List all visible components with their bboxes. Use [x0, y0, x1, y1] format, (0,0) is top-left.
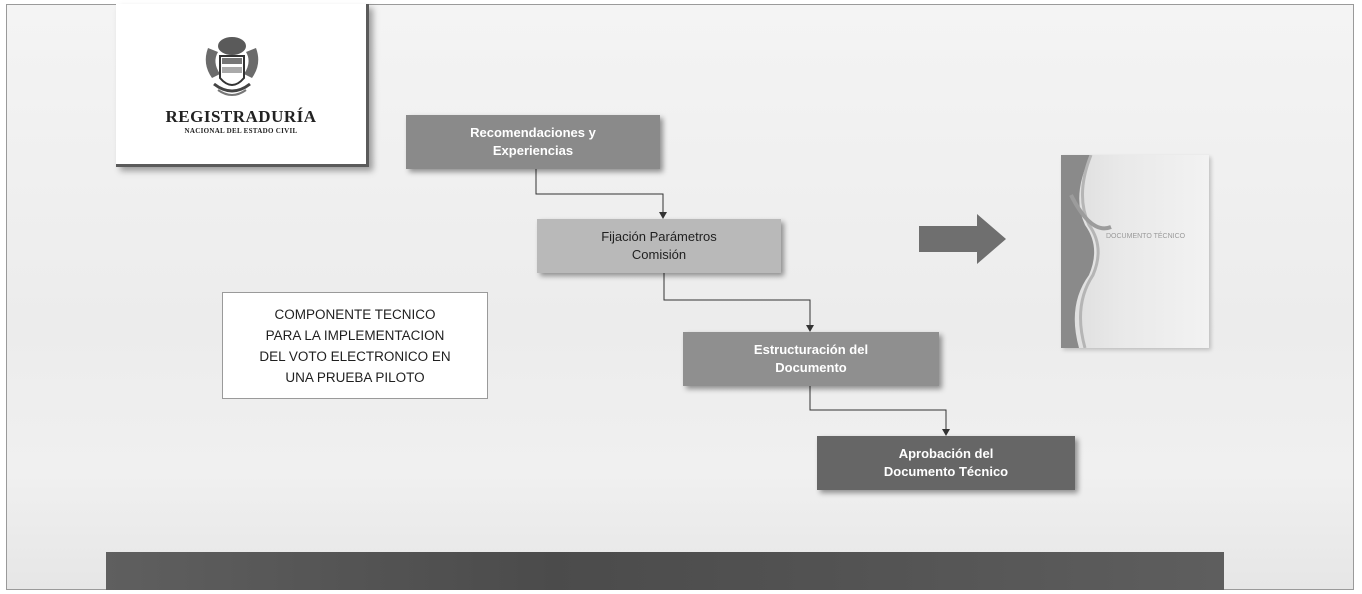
- brand-name: REGISTRADURÍA: [165, 107, 317, 126]
- flow-step-fijacion: Fijación Parámetros Comisión: [537, 219, 781, 273]
- flow-step-aprobacion: Aprobación del Documento Técnico: [817, 436, 1075, 490]
- flow-step-label: Recomendaciones y Experiencias: [470, 125, 596, 158]
- document-cover-image: DOCUMENTO TÉCNICO: [1061, 155, 1209, 348]
- flow-step-label: Fijación Parámetros Comisión: [601, 229, 717, 262]
- brand-subtitle: NACIONAL DEL ESTADO CIVIL: [184, 127, 298, 135]
- flow-step-label: Estructuración del Documento: [753, 342, 869, 375]
- flow-step-recomendaciones: Recomendaciones y Experiencias: [406, 115, 660, 169]
- logo-card: REGISTRADURÍA NACIONAL DEL ESTADO CIVIL: [116, 4, 369, 167]
- flow-step-estructuracion: Estructuración del Documento: [683, 332, 939, 386]
- footer-bar: [106, 552, 1224, 590]
- coat-of-arms-icon: [205, 37, 259, 96]
- title-text: COMPONENTE TECNICO PARA LA IMPLEMENTACIO…: [259, 306, 451, 385]
- document-cover-label: DOCUMENTO TÉCNICO: [1106, 233, 1186, 240]
- flow-step-label: Aprobación del Documento Técnico: [883, 446, 1009, 479]
- curve-graphic-icon: [1061, 155, 1112, 348]
- title-box: COMPONENTE TECNICO PARA LA IMPLEMENTACIO…: [222, 292, 488, 399]
